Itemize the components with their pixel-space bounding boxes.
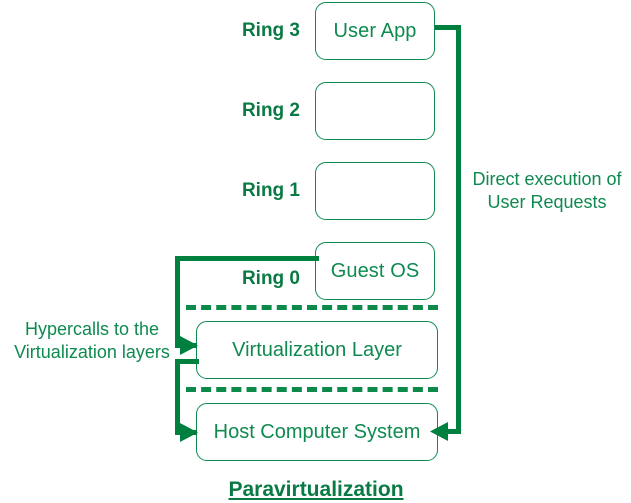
- left-flow-vertical-upper: [175, 256, 180, 348]
- ring-label-1: Ring 1: [241, 180, 300, 201]
- annotation-hypercalls: Hypercalls to the Virtualization layers: [14, 319, 170, 363]
- layer-box-virtualization[interactable]: Virtualization Layer: [196, 321, 438, 379]
- right-flow-vertical: [456, 25, 461, 434]
- ring-box-guest-os[interactable]: Guest OS: [315, 242, 435, 300]
- ring-box-ring2[interactable]: [315, 82, 435, 140]
- left-flow-horizontal-branch: [175, 359, 199, 364]
- page-title: Paravirtualization: [228, 478, 404, 501]
- right-flow-horizontal-bottom: [447, 429, 461, 434]
- annotation-direct-execution: Direct execution of User Requests: [472, 169, 622, 213]
- dashed-separator-upper: [186, 305, 438, 310]
- arrowhead-into-virtualization-layer: [180, 336, 198, 355]
- ring-label-0: Ring 0: [241, 268, 300, 289]
- ring-box-user-app[interactable]: User App: [315, 2, 435, 60]
- arrowhead-into-host-computer-system: [180, 423, 198, 442]
- ring-box-ring1[interactable]: [315, 162, 435, 220]
- arrowhead-into-host-right: [430, 422, 448, 441]
- right-flow-horizontal-top: [435, 25, 461, 30]
- ring-label-2: Ring 2: [241, 100, 300, 121]
- dashed-separator-lower: [186, 387, 438, 392]
- left-flow-horizontal-top: [175, 256, 319, 261]
- left-flow-vertical-lower: [175, 359, 180, 435]
- ring-label-3: Ring 3: [241, 20, 300, 41]
- layer-box-host-computer-system[interactable]: Host Computer System: [196, 403, 438, 461]
